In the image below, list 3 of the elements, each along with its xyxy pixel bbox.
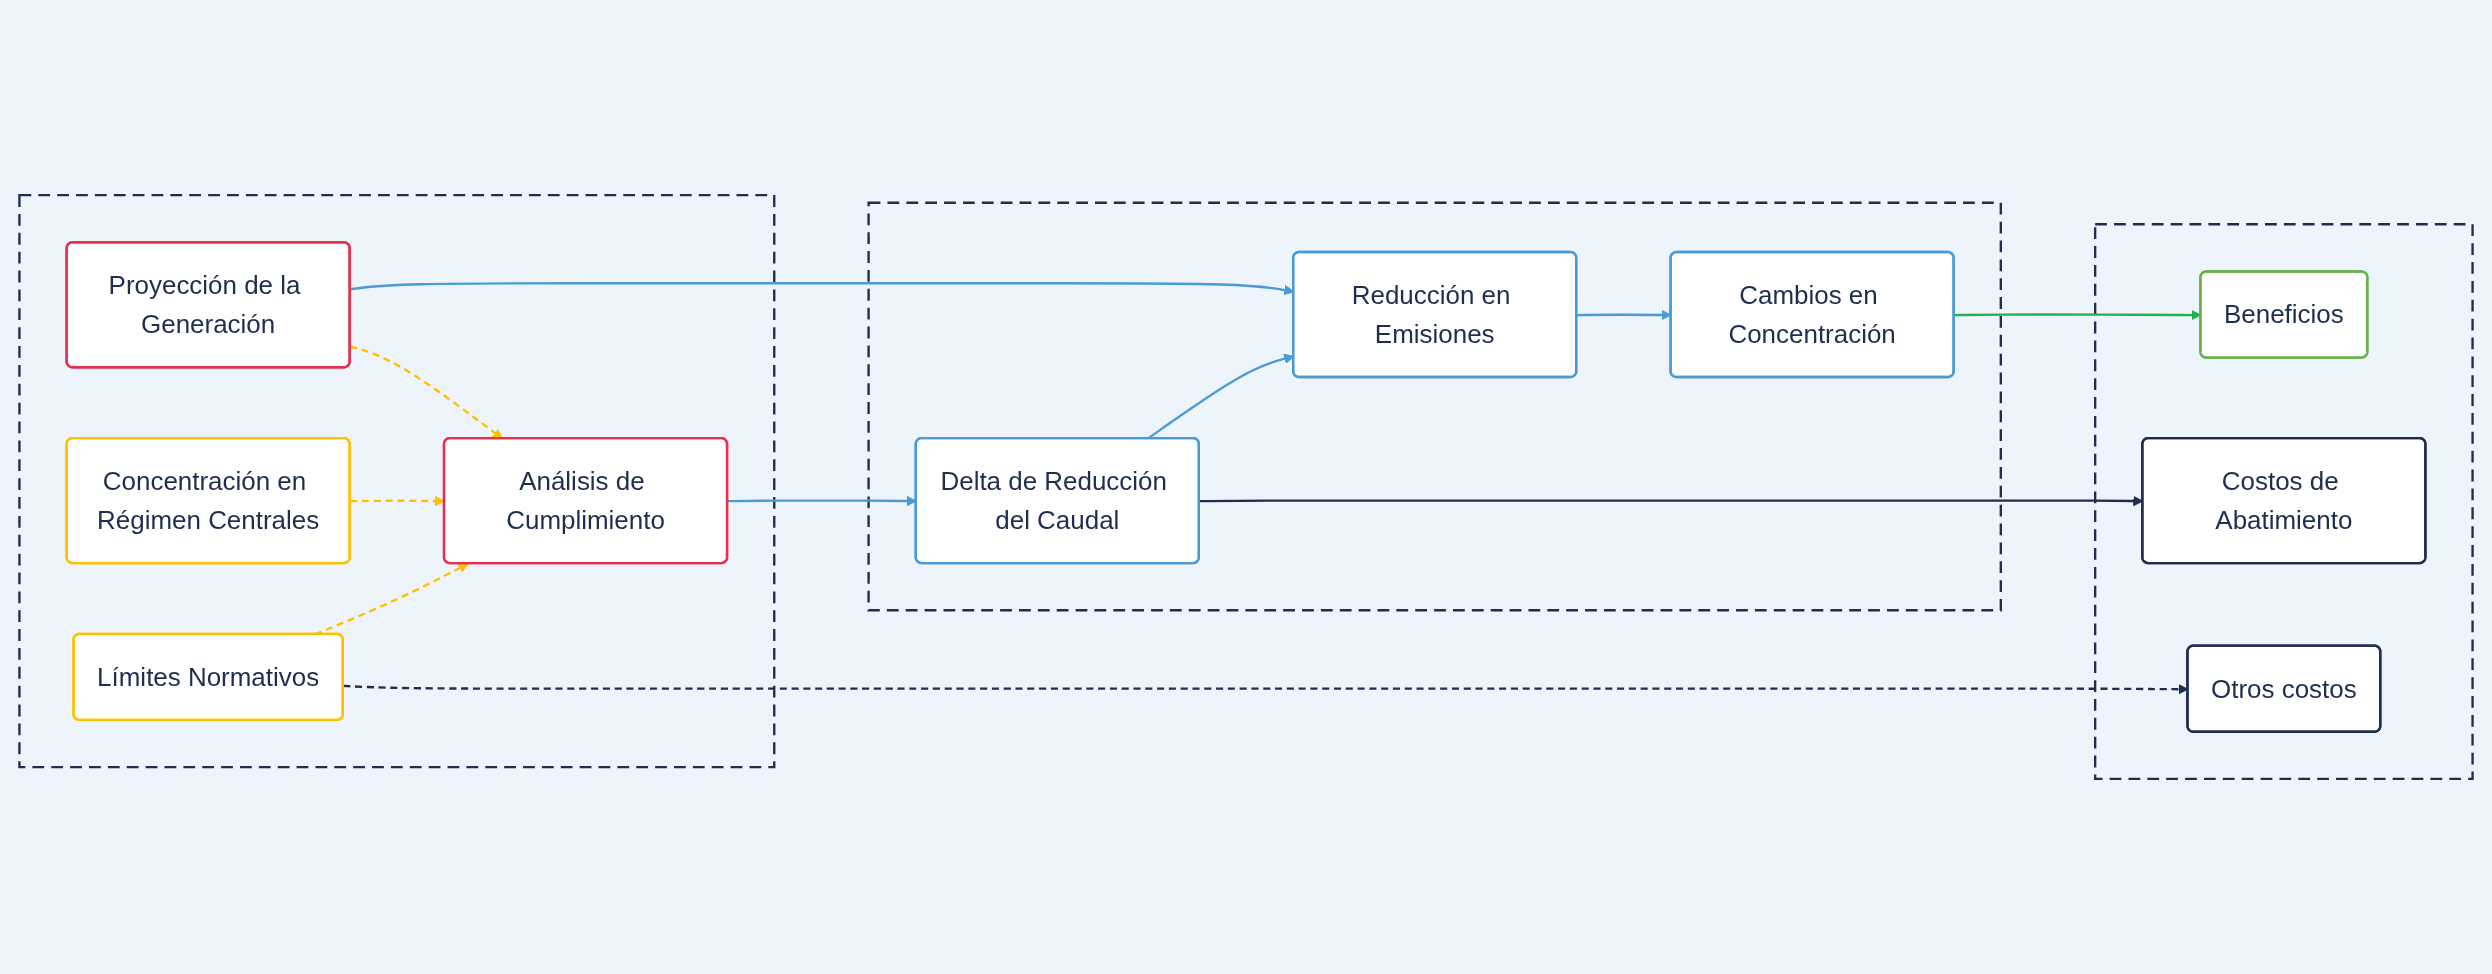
- cluster: [18, 193, 776, 769]
- cluster: [2094, 223, 2474, 781]
- cluster: [867, 201, 2002, 612]
